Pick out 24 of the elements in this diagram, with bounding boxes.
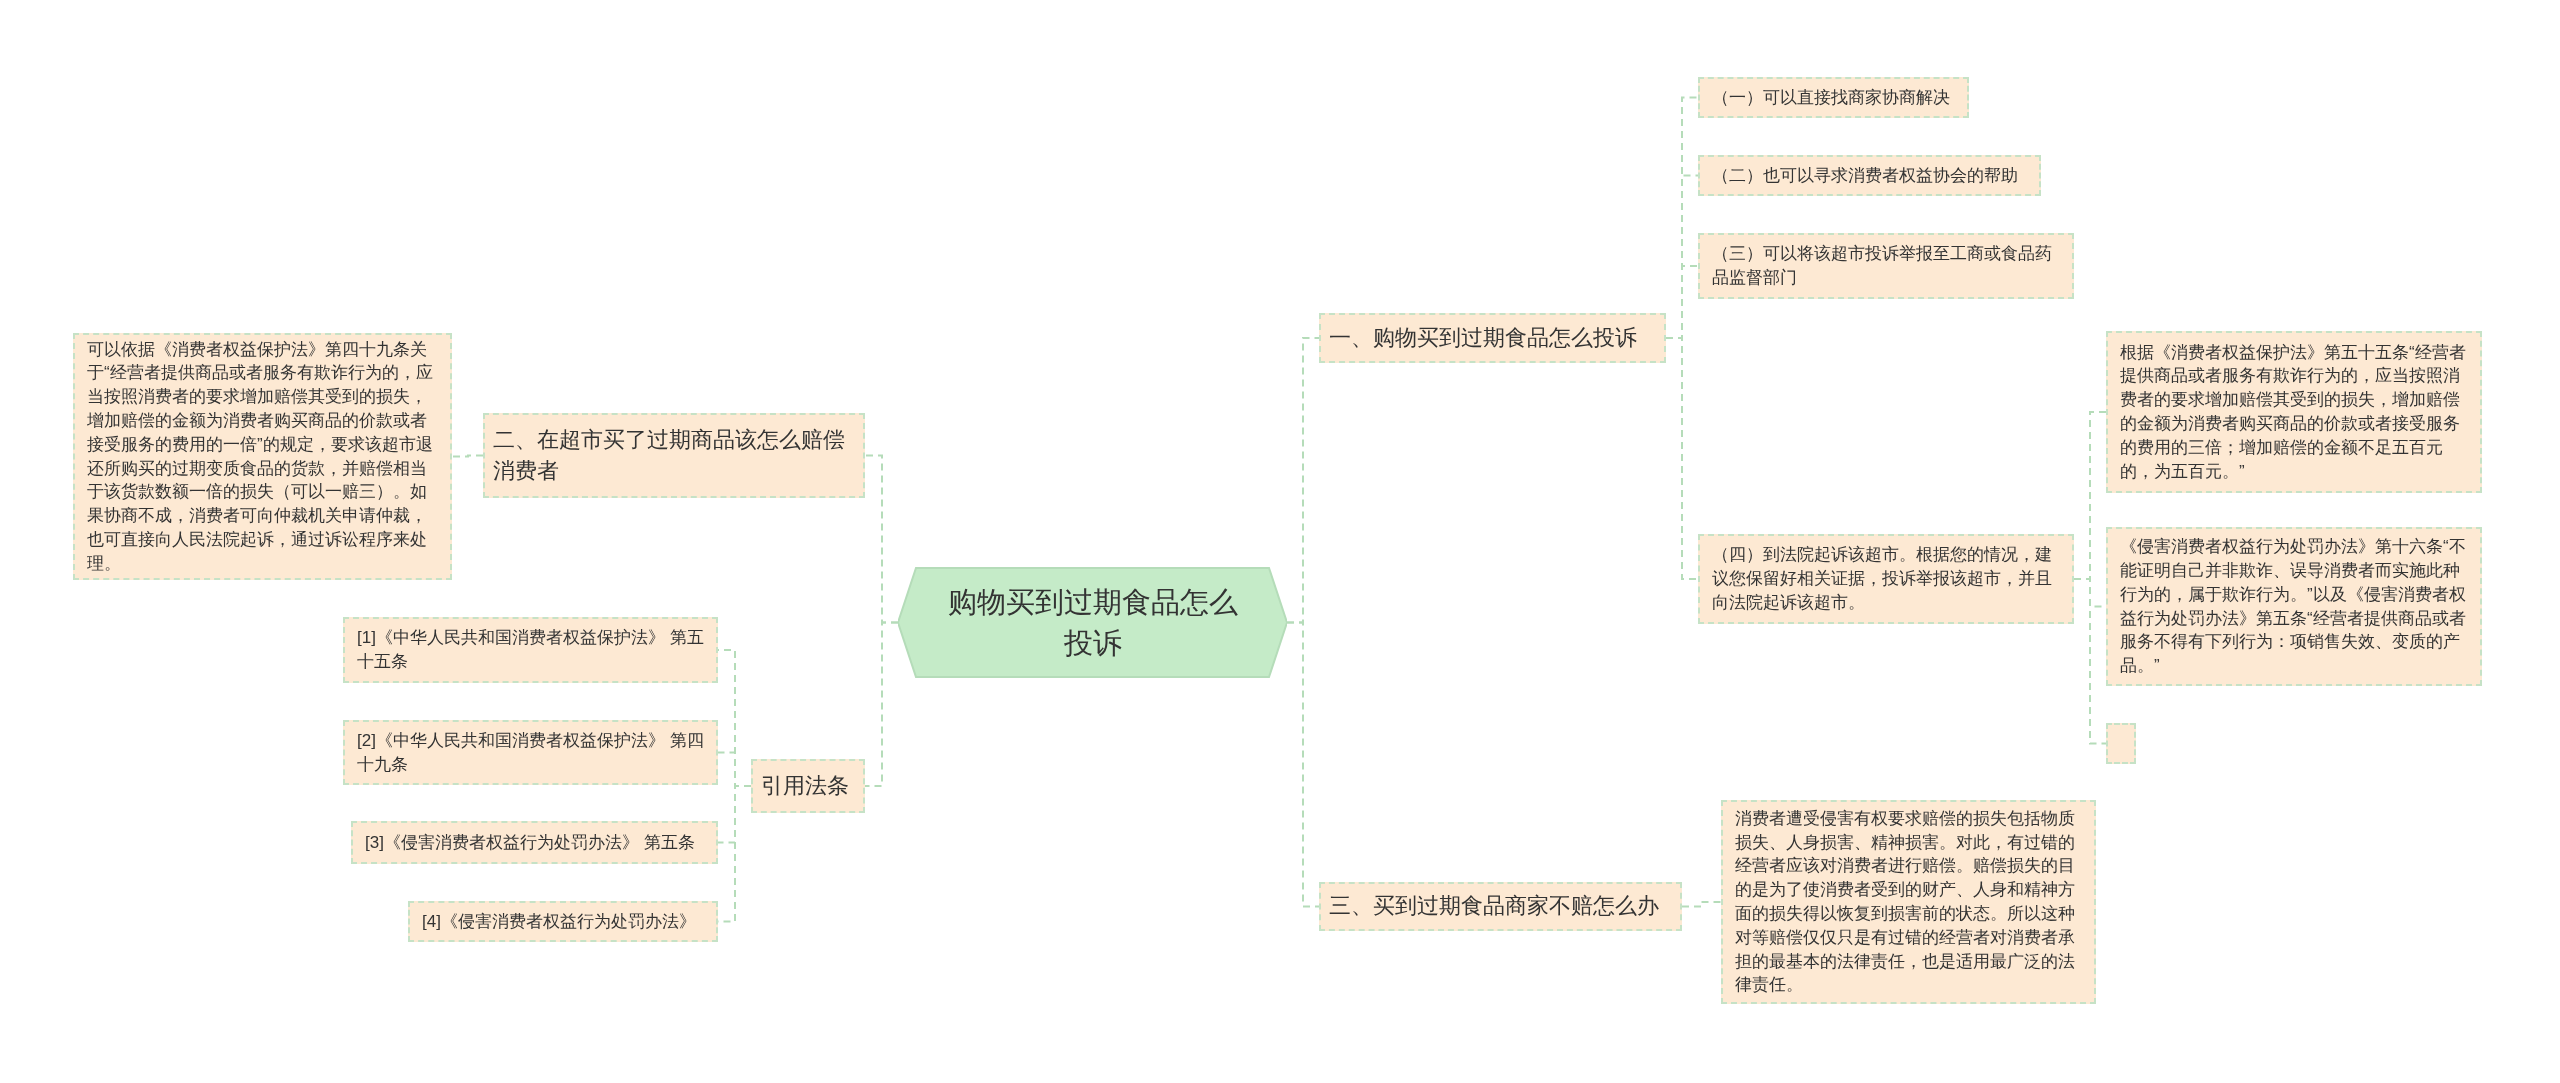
note-box: [2]《中华人民共和国消费者权益保护法》 第四十九条 <box>343 720 718 785</box>
note-box: （三）可以将该超市投诉举报至工商或食品药品监督部门 <box>1698 233 2074 299</box>
note-box: （一）可以直接找商家协商解决 <box>1698 77 1969 118</box>
topic-box: 引用法条 <box>751 759 865 813</box>
note-box: （四）到法院起诉该超市。根据您的情况，建议您保留好相关证据，投诉举报该超市，并且向法院起诉该超市。 <box>1698 534 2074 624</box>
note-box: （二）也可以寻求消费者权益协会的帮助 <box>1698 155 2041 196</box>
connector-line <box>1286 621 1320 908</box>
topic-box: 一、购物买到过期食品怎么投诉 <box>1319 313 1666 363</box>
note-box: [4]《侵害消费者权益行为处罚办法》 <box>408 901 718 942</box>
connector-line <box>1665 337 1699 580</box>
topic-box: 三、买到过期食品商家不赔怎么办 <box>1319 882 1682 931</box>
connector-line <box>451 454 484 458</box>
note-box: 可以依据《消费者权益保护法》第四十九条关于“经营者提供商品或者服务有欺诈行为的，应当按照消费者的要求增加赔偿其受到的损失，增加赔偿的金额为消费者购买商品的价款或者接受服务的费用的一倍”的规定，要求该超市退还所购买的过期变质食品的货款，并赔偿相当于该货款数额一倍的损失（可以一赔三）。如果协商不成，消费者可向仲裁机关申请仲裁，也可直接向人民法院起诉，通过诉讼程序来处理。 <box>73 333 452 580</box>
note-box: [3]《侵害消费者权益行为处罚办法》 第五条 <box>351 821 718 864</box>
note-box: [1]《中华人民共和国消费者权益保护法》 第五十五条 <box>343 617 718 683</box>
connector-line <box>2073 578 2107 745</box>
note-box: 根据《消费者权益保护法》第五十五条“经营者提供商品或者服务有欺诈行为的，应当按照消费者的要求增加赔偿其受到的损失，增加赔偿的金额为消费者购买商品的价款或者接受服务的费用的三倍；增加赔偿的金额不足五百元的，为五百元。” <box>2106 331 2482 493</box>
central-topic-hexagon: 购物买到过期食品怎么投诉 <box>898 567 1287 678</box>
note-box: 消费者遭受侵害有权要求赔偿的损失包括物质损失、人身损害、精神损害。对此，有过错的经营者应该对消费者进行赔偿。赔偿损失的目的是为了使消费者受到的财产、人身和精神方面的损失得以恢复到损害前的状态。所以这种对等赔偿仅仅只是有过错的经营者对消费者承担的最基本的法律责任，也是适用最广泛的法律责任。 <box>1721 800 2096 1004</box>
note-box: 《侵害消费者权益行为处罚办法》第十六条“不能证明自己并非欺诈、误导消费者而实施此种行为的，属于欺诈行为。”以及《侵害消费者权益行为处罚办法》第五条“经营者提供商品或者服务不得有下列行为：项销售失效、变质的产品。” <box>2106 527 2482 686</box>
empty-box <box>2106 723 2136 764</box>
connector-line <box>1681 901 1722 908</box>
connector-line <box>864 621 899 787</box>
topic-box: 二、在超市买了过期商品该怎么赔偿消费者 <box>483 413 865 498</box>
